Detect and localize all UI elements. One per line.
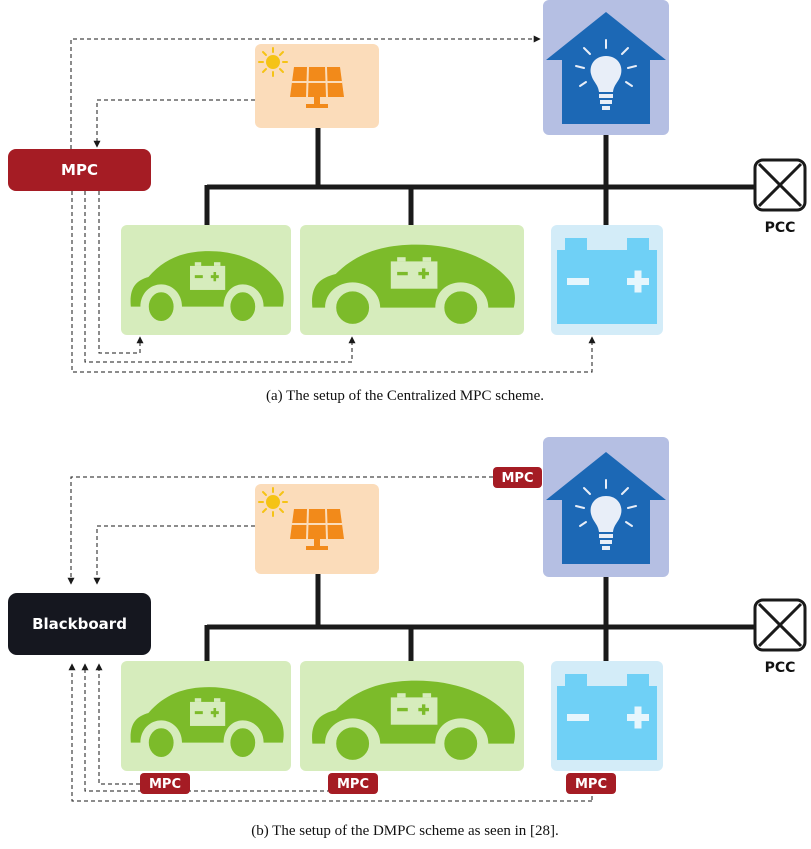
mpc-tag-label: MPC — [575, 777, 607, 792]
mpc-tag-large-ev: MPC — [328, 773, 378, 794]
battery-storage-b — [551, 661, 663, 771]
switch-cross-icon — [753, 598, 807, 652]
caption-a: (a) The setup of the Centralized MPC sch… — [266, 388, 544, 404]
mpc-tag-label: MPC — [501, 471, 533, 486]
large-ev-b — [300, 661, 524, 771]
mpc-tag-small-ev: MPC — [140, 773, 190, 794]
blackboard-label: Blackboard — [32, 615, 127, 633]
caption-b: (b) The setup of the DMPC scheme as seen… — [251, 823, 559, 839]
diagram-b: PCC Blackboard MPC MPC MPC — [8, 437, 807, 839]
large-ev-a — [300, 225, 524, 335]
mpc-tag-label: MPC — [337, 777, 369, 792]
blackboard-controller: Blackboard — [8, 593, 151, 655]
pcc-switch-b: PCC — [753, 598, 807, 676]
small-ev-a — [121, 225, 291, 335]
pcc-label: PCC — [765, 220, 796, 236]
mpc-tag-label: MPC — [149, 777, 181, 792]
mpc-controller-label: MPC — [61, 161, 98, 179]
switch-cross-icon — [753, 158, 807, 212]
mpc-tag-battery: MPC — [566, 773, 616, 794]
solar-panel-a — [255, 44, 379, 128]
solar-panel-b — [255, 484, 379, 574]
pcc-switch-a: PCC — [753, 158, 807, 236]
battery-icon — [557, 238, 657, 324]
power-bus-a — [204, 128, 754, 257]
signal-lines-a — [70, 35, 596, 373]
sun-icon — [258, 487, 288, 517]
house-load-a — [543, 0, 669, 135]
house-load-b — [543, 437, 669, 577]
battery-storage-a — [551, 225, 663, 335]
mpc-controller: MPC — [8, 149, 151, 191]
pcc-label: PCC — [765, 660, 796, 676]
sun-icon — [258, 47, 288, 77]
small-ev-b — [121, 661, 291, 771]
signal-lines-b — [67, 476, 593, 802]
mpc-tag-house: MPC — [493, 467, 542, 488]
battery-icon — [557, 674, 657, 760]
diagram-a: PCC MPC (a) The setup of the Centralized… — [8, 0, 807, 404]
